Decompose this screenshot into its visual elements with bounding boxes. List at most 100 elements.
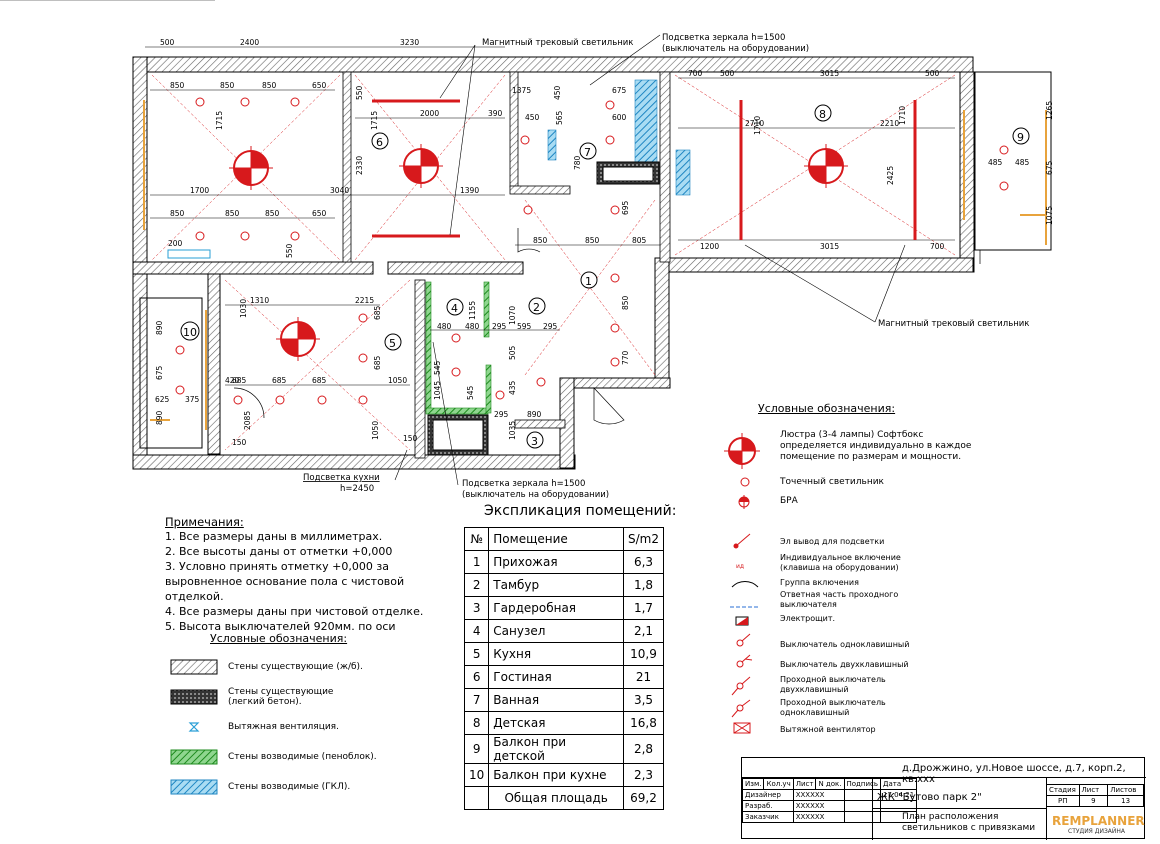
annotation-kitchen-height: h=2450 bbox=[340, 484, 374, 494]
annotation-mirror-top-sub: (выключатель на оборудовании) bbox=[662, 44, 809, 54]
chandelier-legend-icon bbox=[724, 433, 760, 469]
spot-light-icon bbox=[740, 477, 750, 487]
dim-label: 1710 bbox=[753, 116, 762, 135]
address: д.Дрожжино, ул.Новое шоссе, д.7, корп.2,… bbox=[902, 763, 1126, 785]
explication-title: Экспликация помещений: bbox=[484, 503, 677, 519]
sheet-value: 9 bbox=[1078, 795, 1109, 807]
chandelier-icon bbox=[804, 144, 848, 188]
spot-light-icon bbox=[240, 231, 250, 241]
room-name-cell: Ванная bbox=[488, 688, 625, 712]
dim-label: 480 bbox=[465, 322, 480, 331]
room-number: 8 bbox=[814, 104, 832, 122]
room-num-cell: 7 bbox=[463, 688, 490, 712]
legend-label: Вытяжной вентилятор bbox=[780, 725, 876, 734]
room-area-cell: 16,8 bbox=[623, 711, 664, 735]
dim-label: 295 bbox=[543, 322, 558, 331]
room-name-cell: Детская bbox=[488, 711, 625, 735]
dim-label: 150 bbox=[403, 434, 418, 443]
legend-chandelier-label: Люстра (3-4 лампы) Софтбокс определяется… bbox=[780, 430, 972, 462]
wall-legend-item: Стены существующие (ж/б). bbox=[170, 659, 400, 675]
dim-label: 2425 bbox=[886, 166, 895, 185]
legend-label: Эл вывод для подсветки bbox=[780, 537, 885, 546]
dim-label: 390 bbox=[488, 109, 503, 118]
legend-sconce-label: БРА bbox=[780, 496, 798, 506]
annotation-track-top: Магнитный трековый светильник bbox=[482, 38, 633, 48]
pass-double-switch-icon bbox=[736, 682, 744, 690]
wall-legend-item: Стены существующие (легкий бетон). bbox=[170, 687, 400, 707]
room-num-cell: 4 bbox=[463, 619, 490, 643]
spot-light-icon bbox=[451, 333, 461, 343]
spot-light-icon bbox=[290, 97, 300, 107]
legend-label: Электрощит. bbox=[780, 614, 836, 623]
dim-label: 1700 bbox=[190, 186, 209, 195]
dim-label: 1715 bbox=[370, 111, 379, 130]
legend-label: Ответная часть проходного выключателя bbox=[780, 590, 899, 609]
spot-light-icon bbox=[605, 135, 615, 145]
spot-light-icon bbox=[999, 145, 1009, 155]
dim-label: 3230 bbox=[400, 38, 419, 47]
note-line: 4. Все размеры даны при чистовой отделке… bbox=[165, 605, 424, 618]
legend-label: Индивидуальное включение (клавиша на обо… bbox=[780, 553, 901, 572]
spot-light-icon bbox=[999, 181, 1009, 191]
chandelier-icons bbox=[229, 144, 848, 469]
dim-label: 700 bbox=[688, 69, 703, 78]
legend-label: Выключатель одноклавишный bbox=[780, 640, 910, 649]
individual-switch-mark: ид bbox=[736, 563, 744, 570]
bath-fixtures bbox=[167, 161, 660, 456]
annotation-mirror-top: Подсветка зеркала h=1500 bbox=[662, 33, 785, 43]
light-outlet-icon bbox=[735, 533, 751, 547]
room-area-cell: 1,7 bbox=[623, 596, 664, 620]
total-label: Общая площадь bbox=[488, 786, 625, 810]
annotation-mirror-bottom: Подсветка зеркала h=1500 bbox=[462, 479, 585, 489]
dim-label: 675 bbox=[612, 86, 627, 95]
room-name-cell: Гостиная bbox=[488, 665, 625, 689]
dim-label: 420 bbox=[225, 376, 240, 385]
title-block: д.Дрожжино, ул.Новое шоссе, д.7, корп.2,… bbox=[741, 757, 1146, 840]
dim-label: 1035 bbox=[508, 421, 517, 440]
wall-legend-label: Стены существующие (легкий бетон). bbox=[228, 687, 334, 707]
dim-label: 150 bbox=[232, 438, 247, 447]
dim-label: 1050 bbox=[371, 421, 380, 440]
spot-light-icon bbox=[536, 377, 546, 387]
dim-label: 850 bbox=[170, 209, 185, 218]
spot-light-icon bbox=[175, 385, 185, 395]
wall-legend-item: Вытяжная вентиляция. bbox=[170, 719, 400, 735]
spot-light-icon bbox=[610, 273, 620, 283]
room-number: 10 bbox=[180, 321, 200, 341]
dim-label: 600 bbox=[612, 113, 627, 122]
room-name-cell: Балкон при кухне bbox=[488, 763, 625, 787]
legend-label: Проходной выключатель одноклавишный bbox=[780, 698, 886, 717]
svg-text:8: 8 bbox=[819, 108, 826, 121]
dim-label: 780 bbox=[573, 155, 582, 170]
note-line: выровненное основание пола с чистовой от… bbox=[165, 575, 405, 603]
leader-lines bbox=[394, 34, 906, 486]
dim-label: 685 bbox=[272, 376, 287, 385]
dim-label: 485 bbox=[1015, 158, 1030, 167]
date-cell: 17.04.21 bbox=[879, 789, 918, 801]
revision-table: Изм. Кол.уч Лист N док. Подпись Дата Диз… bbox=[741, 778, 918, 823]
dim-label: 770 bbox=[621, 350, 630, 365]
dim-label: 2400 bbox=[240, 38, 259, 47]
dim-label: 695 bbox=[621, 200, 630, 215]
spot-light-icon bbox=[610, 205, 620, 215]
room-area-cell: 2,1 bbox=[623, 619, 664, 643]
gkl-walls bbox=[547, 79, 691, 196]
spot-light-icon bbox=[195, 231, 205, 241]
dim-label: 685 bbox=[373, 305, 382, 320]
project-name: ЖК "Бутово парк 2" bbox=[877, 792, 982, 803]
room-name-cell: Санузел bbox=[488, 619, 625, 643]
brand-name: REMPLANNER bbox=[1052, 814, 1145, 828]
foam-block-walls bbox=[425, 281, 492, 415]
dim-label: 850 bbox=[262, 81, 277, 90]
sheets-value: 13 bbox=[1107, 795, 1144, 807]
dim-label: 1050 bbox=[388, 376, 407, 385]
room-area-cell: 3,5 bbox=[623, 688, 664, 712]
dim-label: 295 bbox=[494, 410, 509, 419]
concrete-wall-swatch bbox=[170, 659, 218, 675]
